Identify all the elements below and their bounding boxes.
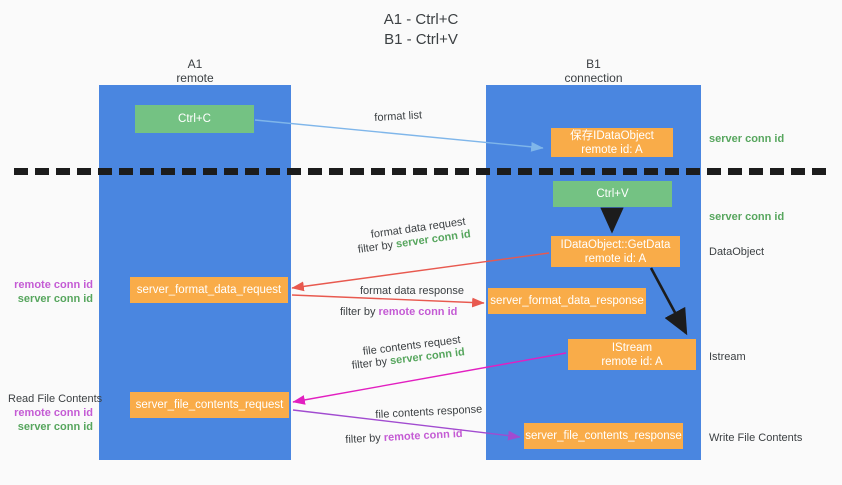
label-left-conn-ids-format: remote conn id server conn id <box>8 278 93 306</box>
column-a1-sub: remote <box>176 71 214 85</box>
label-read-file-contents: Read File Contents <box>8 393 103 405</box>
edge-label-format-list: format list <box>374 109 423 124</box>
filter-prefix-2: filter by <box>340 306 379 318</box>
node-server-format-data-response[interactable]: server_format_data_response <box>488 288 646 314</box>
label-remote-conn-id-2: remote conn id <box>14 407 93 419</box>
node-ctrl-c[interactable]: Ctrl+C <box>135 105 254 133</box>
edge-label-format-data-response-filter: filter by remote conn id <box>340 305 457 320</box>
label-server-conn-id-top: server conn id <box>709 133 785 145</box>
node-server-file-contents-request[interactable]: server_file_contents_request <box>130 392 289 418</box>
page-title-line1: A1 - Ctrl+C <box>383 11 459 28</box>
column-b1-name: B1 <box>586 57 601 71</box>
column-b1-sub: connection <box>564 71 623 85</box>
label-write-file-contents: Write File Contents <box>709 432 803 444</box>
filter-value-remote-conn-id-2: remote conn id <box>383 427 463 444</box>
column-header-a1: A1 remote <box>99 57 291 85</box>
column-a1-name: A1 <box>187 57 203 71</box>
label-server-conn-id-left-2: server conn id <box>17 421 93 433</box>
edge-label-format-data-response: format data response <box>360 285 464 297</box>
label-dataobject: DataObject <box>709 246 765 258</box>
node-ctrl-v[interactable]: Ctrl+V <box>553 181 672 207</box>
label-remote-conn-id-1: remote conn id <box>14 279 93 291</box>
node-idataobject-getdata[interactable]: IDataObject::GetData remote id: A <box>551 236 680 267</box>
label-server-conn-id-left-1: server conn id <box>17 293 93 305</box>
page-title-line2: B1 - Ctrl+V <box>384 31 458 48</box>
label-server-conn-id-second: server conn id <box>709 211 785 223</box>
node-server-file-contents-response[interactable]: server_file_contents_response <box>524 423 683 449</box>
node-server-format-data-request[interactable]: server_format_data_request <box>130 277 288 303</box>
filter-prefix-3: filter by <box>351 355 391 372</box>
label-left-conn-ids-file: remote conn id server conn id <box>8 406 93 434</box>
filter-prefix-1: filter by <box>357 238 397 256</box>
edge-label-file-contents-response-filter: filter by remote conn id <box>345 427 463 448</box>
filter-value-remote-conn-id-1: remote conn id <box>378 306 458 318</box>
dashed-separator-line <box>14 168 826 175</box>
node-save-idataobject[interactable]: 保存IDataObject remote id: A <box>551 128 673 157</box>
label-istream: Istream <box>709 351 746 363</box>
edge-label-file-contents-response: file contents response <box>375 403 483 421</box>
node-istream[interactable]: IStream remote id: A <box>568 339 696 370</box>
filter-prefix-4: filter by <box>345 431 385 446</box>
column-header-b1: B1 connection <box>486 57 701 85</box>
page-title: A1 - Ctrl+C B1 - Ctrl+V <box>0 10 842 50</box>
